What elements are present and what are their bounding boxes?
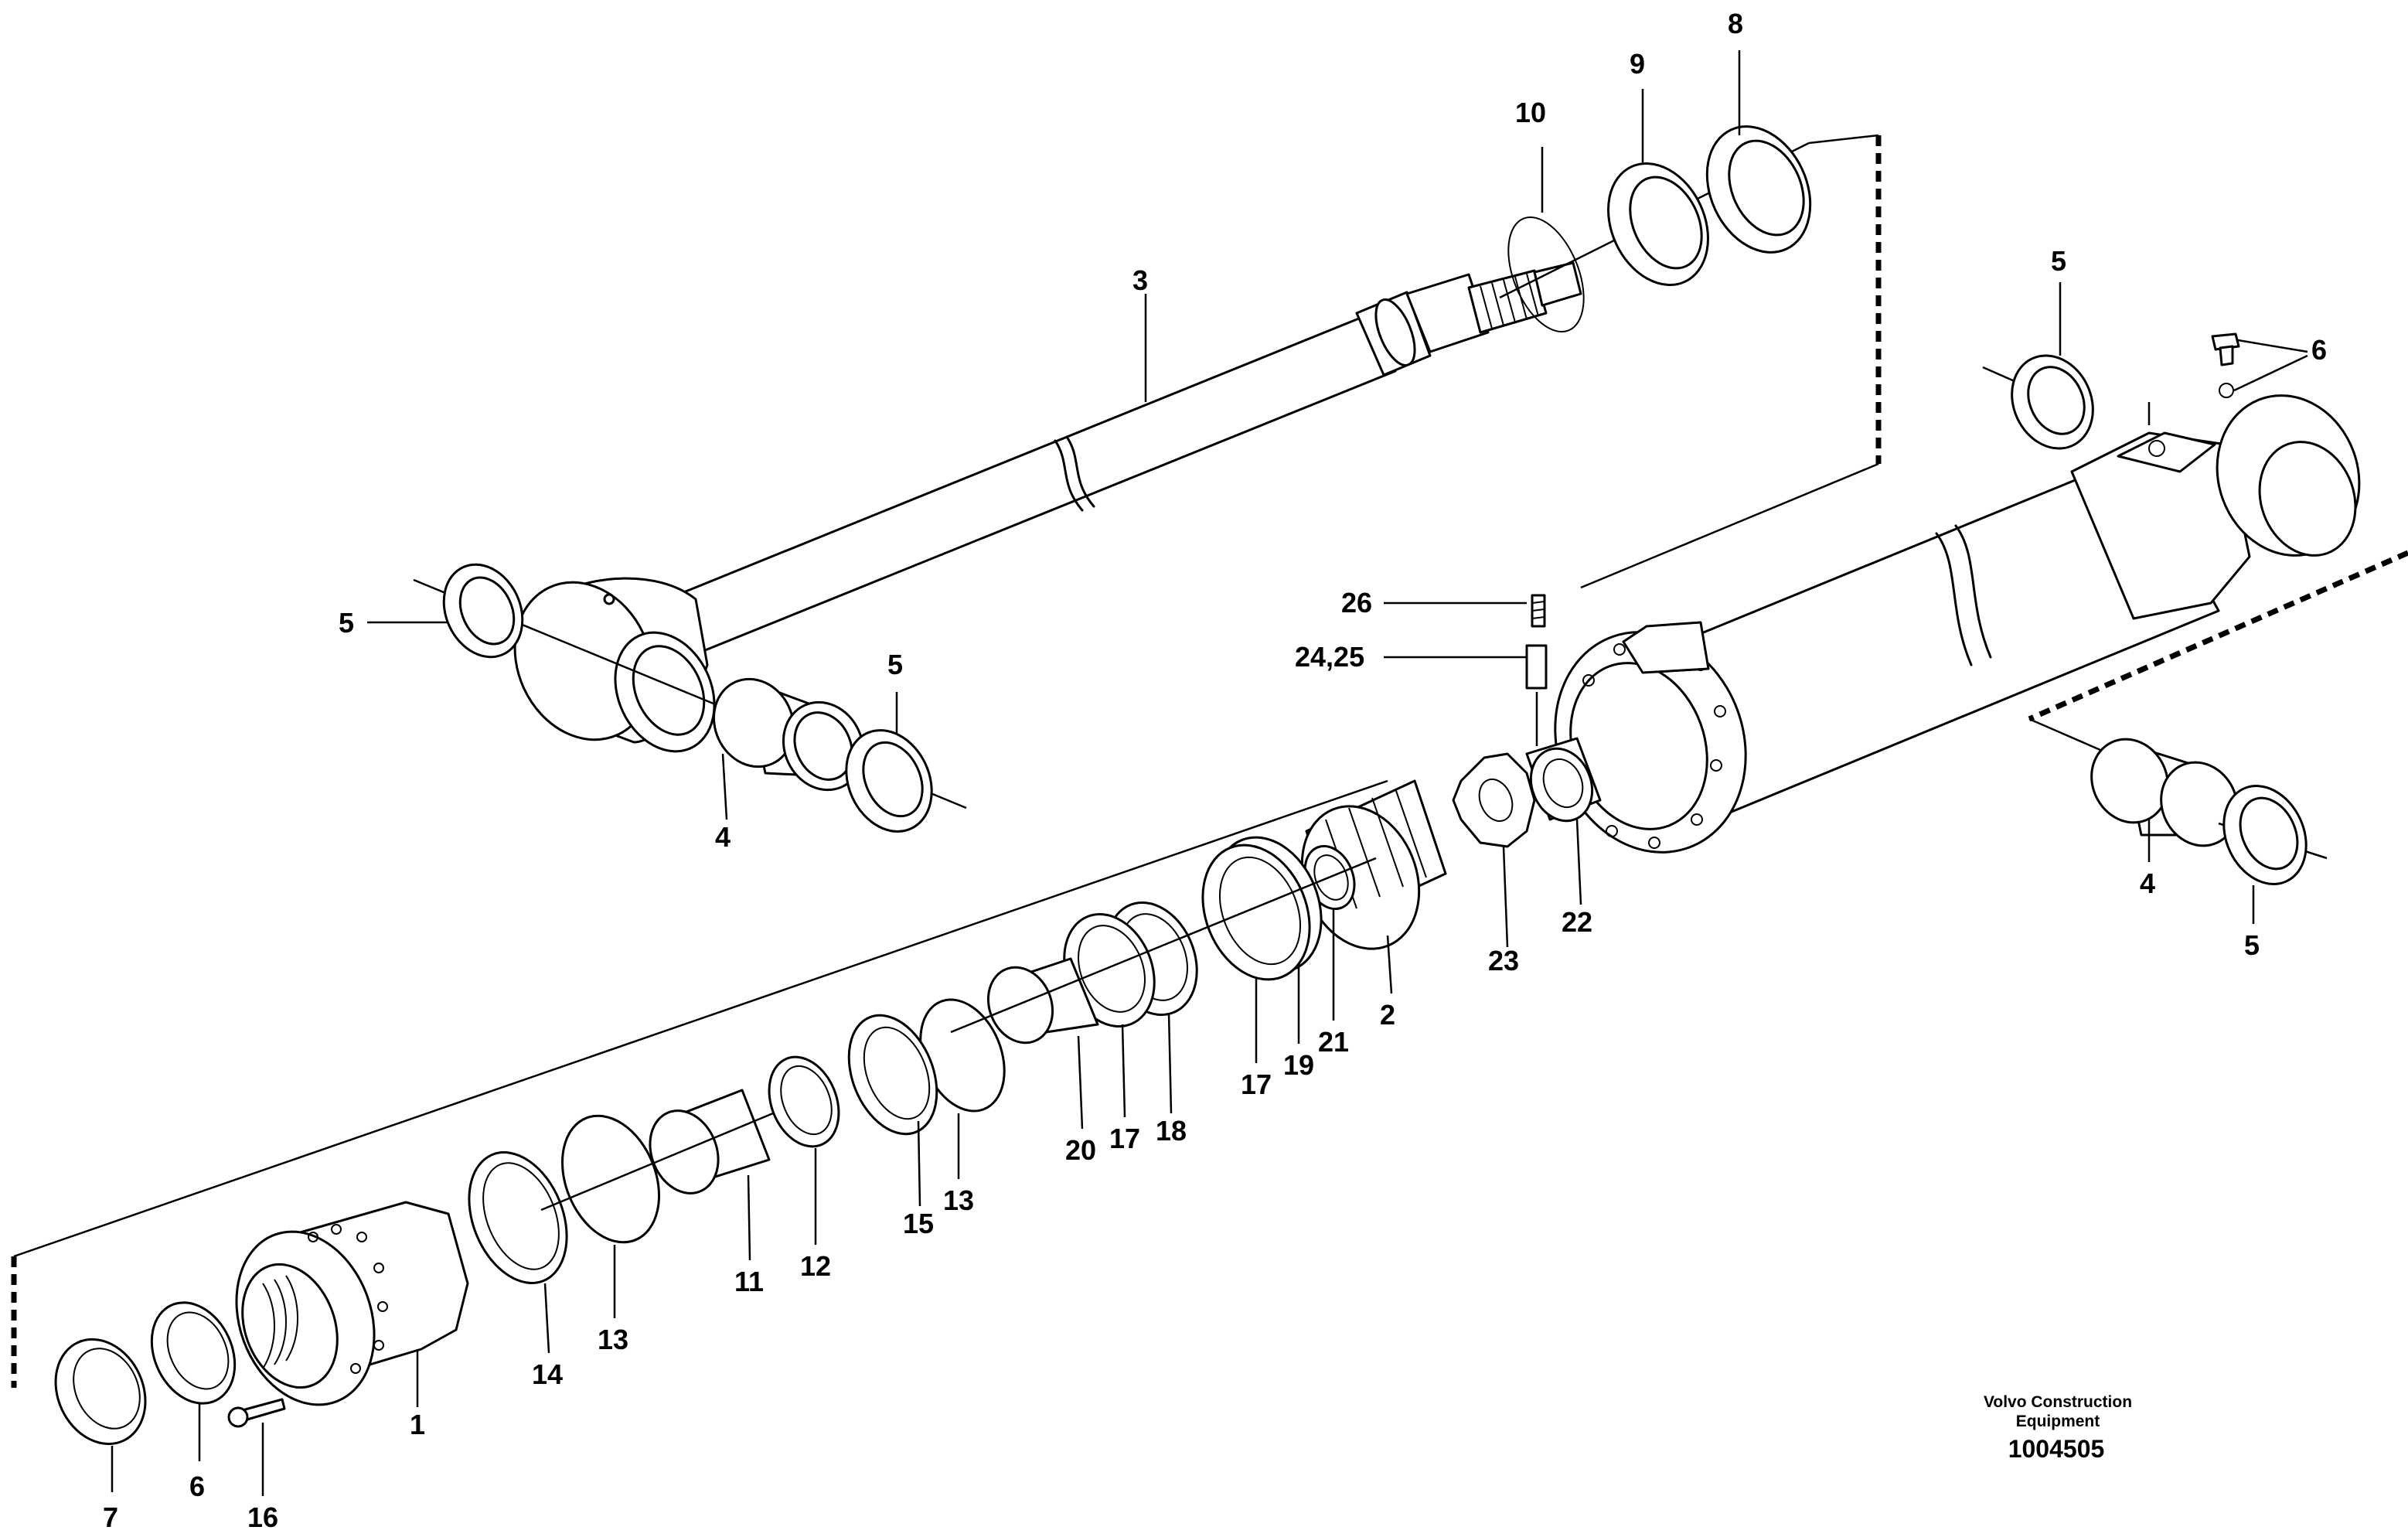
piston-rod [413,261,1582,809]
label-14: 14 [532,1358,563,1390]
rod-eye [513,577,716,753]
rod-eye-seal-left [442,563,524,659]
label-5-cyl-bottom: 5 [2244,929,2260,961]
label-5-rod-left: 5 [339,607,354,639]
lock-pins [1525,594,1548,746]
manufacturer-line-1: Volvo Construction [1984,1393,2132,1411]
head-seal [150,1301,237,1405]
label-6-cyl: 6 [2311,334,2327,366]
drawing-footer: Volvo Construction Equipment 1004505 [1984,1393,2132,1463]
label-8: 8 [1728,8,1743,39]
cylinder-head [235,1201,469,1406]
label-18: 18 [1156,1115,1187,1147]
head-bolt-holes [308,1224,388,1374]
label-5-rod-right: 5 [887,649,903,680]
drawing-number: 1004505 [2008,1435,2105,1463]
label-26: 26 [1341,587,1372,619]
rod-end-seals [1499,125,1812,333]
label-4-rod: 4 [715,821,731,853]
label-16: 16 [247,1501,278,1533]
label-22: 22 [1562,906,1592,938]
head-screw [227,1398,286,1428]
label-17-left: 17 [1109,1123,1140,1154]
rod-thread [1467,261,1582,334]
part-labels: 3 10 9 8 5 6 5 5 4 26 24,25 22 23 2 21 1… [103,8,2327,1533]
label-leaders [111,50,2308,1496]
label-17-right: 17 [1241,1068,1272,1100]
label-13-lower: 13 [598,1324,628,1355]
rod-eye-seal-right [845,729,933,833]
cylinder-eye-seal-top [1982,354,2094,450]
label-6-head: 6 [189,1471,205,1502]
label-21: 21 [1318,1026,1349,1058]
label-24-25: 24,25 [1295,641,1364,673]
label-3: 3 [1132,264,1148,296]
label-13-upper: 13 [943,1184,974,1216]
label-20: 20 [1065,1134,1096,1166]
label-23: 23 [1488,945,1519,976]
label-19: 19 [1283,1049,1314,1081]
label-4-cyl: 4 [2140,867,2155,899]
label-10: 10 [1515,97,1546,128]
vent-screw-and-ring [2211,332,2240,398]
label-11: 11 [734,1266,764,1297]
label-1: 1 [410,1409,425,1440]
assembly-dashed-lines [11,134,2408,1388]
cylinder-barrel [1554,394,2361,854]
cylinder-eye-seal-bottom [2218,785,2328,885]
manufacturer-line-2: Equipment [2016,1413,2100,1430]
head-wiper [54,1338,147,1446]
label-9: 9 [1630,48,1645,80]
label-5-cyl-top: 5 [2051,245,2066,277]
piston-assembly [468,737,1602,1284]
label-12: 12 [800,1250,831,1282]
label-7: 7 [103,1501,118,1533]
cylinder-eye-bushing [2090,738,2239,847]
label-15: 15 [903,1208,934,1239]
rod-eye-bushing [712,677,865,792]
label-2: 2 [1380,999,1395,1031]
